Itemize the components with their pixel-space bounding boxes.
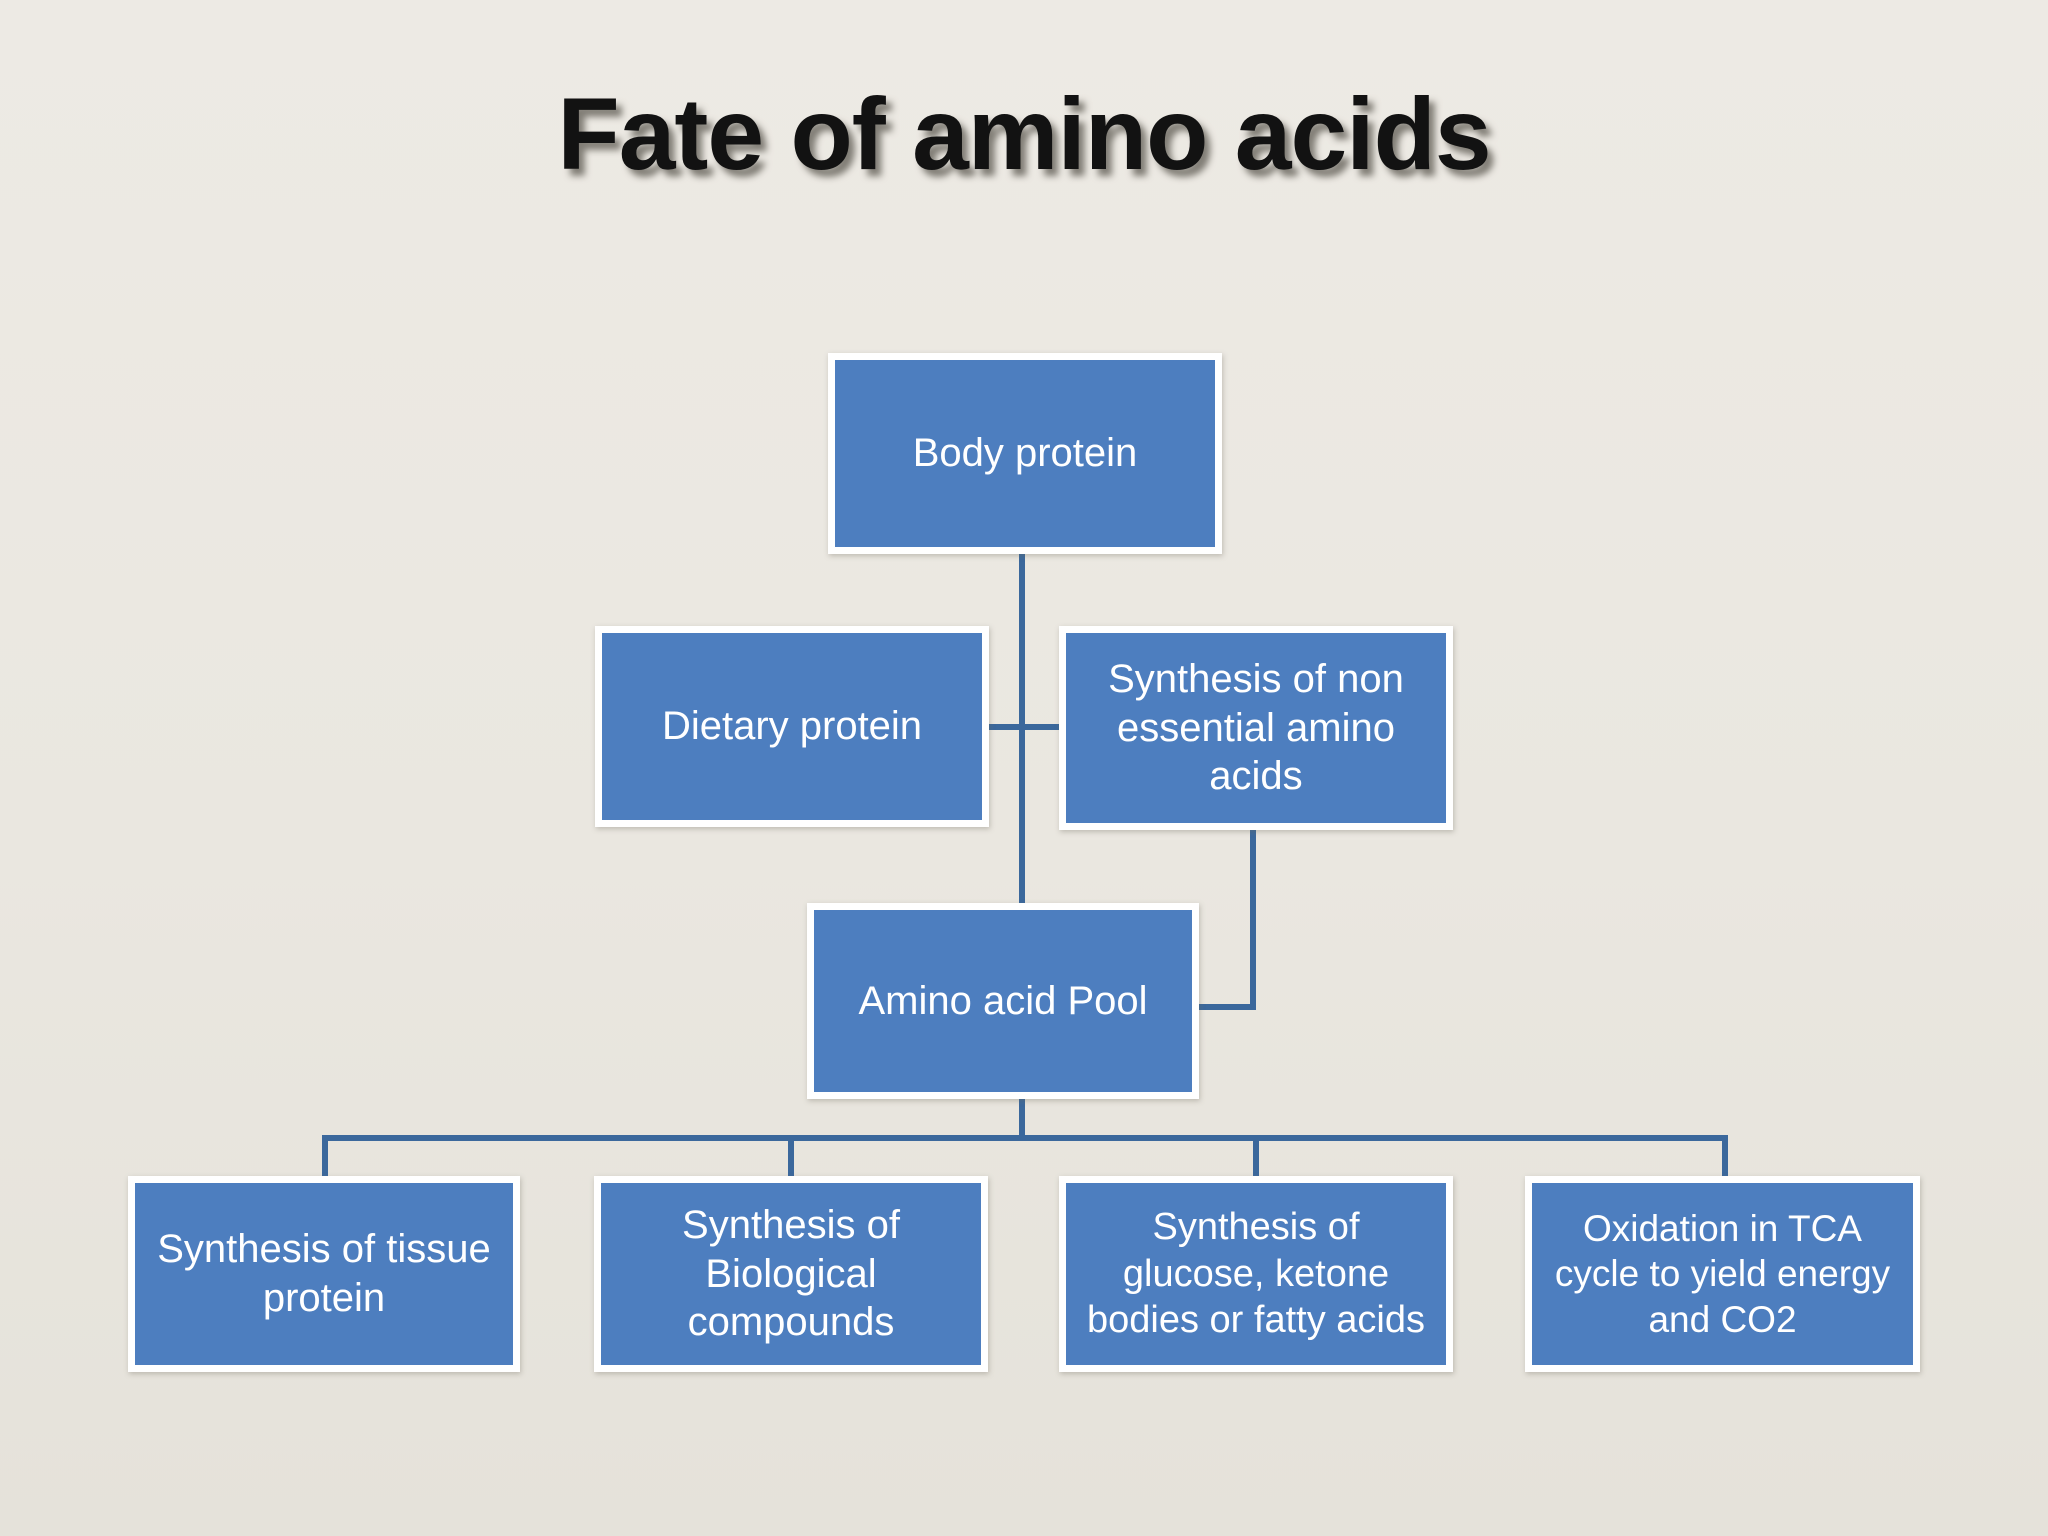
branch-stub-glucose-ketone	[1253, 1135, 1259, 1183]
node-synthesis-glucose-ketone-fatty: Synthesis of glucose, ketone bodies or f…	[1059, 1176, 1453, 1372]
node-label: Synthesis of glucose, ketone bodies or f…	[1087, 1206, 1425, 1342]
node-label: Body protein	[912, 431, 1138, 476]
node-label: Synthesis of Biological compounds	[682, 1202, 900, 1345]
node-label: Synthesis of tissue protein	[157, 1227, 491, 1320]
node-synthesis-tissue-protein: Synthesis of tissue protein	[128, 1176, 520, 1372]
connector-nonessential-elbow-horizontal	[1185, 1004, 1256, 1010]
node-body-protein: Body protein	[828, 353, 1222, 554]
node-synthesis-non-essential-amino-acids: Synthesis of non essential amino acids	[1059, 626, 1453, 830]
node-dietary-protein: Dietary protein	[595, 626, 989, 827]
node-amino-acid-pool: Amino acid Pool	[807, 903, 1199, 1099]
node-label: Amino acid Pool	[858, 978, 1148, 1023]
connector-nonessential-elbow-vertical	[1250, 816, 1256, 1010]
connector-pool-to-branch	[1019, 1085, 1025, 1141]
node-label: Dietary protein	[661, 704, 923, 749]
node-oxidation-tca-cycle: Oxidation in TCA cycle to yield energy a…	[1525, 1176, 1920, 1372]
node-label: Oxidation in TCA cycle to yield energy a…	[1554, 1208, 1891, 1340]
branch-horizontal-line	[322, 1135, 1728, 1141]
branch-stub-biological-compounds	[788, 1135, 794, 1183]
connector-dietary-to-trunk	[980, 724, 1070, 730]
branch-stub-oxidation-tca	[1722, 1135, 1728, 1183]
branch-stub-tissue-protein	[322, 1135, 328, 1183]
slide-title: Fate of amino acids	[557, 77, 1491, 191]
node-label: Synthesis of non essential amino acids	[1108, 656, 1404, 799]
node-synthesis-biological-compounds: Synthesis of Biological compounds	[594, 1176, 988, 1372]
